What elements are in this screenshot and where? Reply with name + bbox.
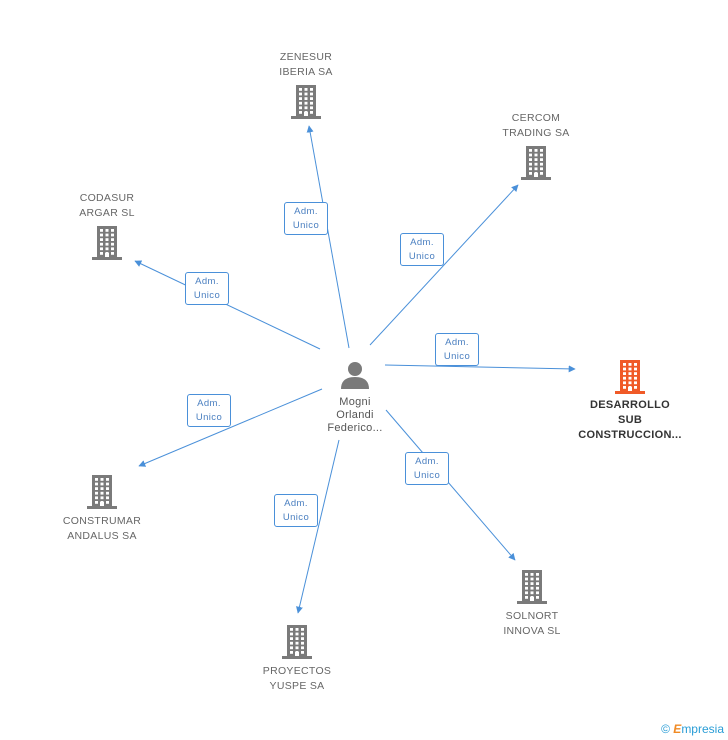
edge-label-line: Adm. (415, 456, 439, 467)
edge-label-line: Unico (408, 251, 436, 262)
person-icon[interactable] (340, 360, 370, 395)
edge-proyectos (296, 439, 340, 614)
edge-label-desarrollo[interactable]: Adm. Unico (435, 333, 479, 366)
edge-solnort (385, 409, 516, 561)
edge-label-construmar[interactable]: Adm. Unico (187, 394, 231, 427)
edge-cercom (369, 184, 519, 346)
edge-label-line: Unico (292, 220, 320, 231)
edge-label-line: Unico (195, 412, 223, 423)
company-label-desarrollo[interactable]: DESARROLLO SUB CONSTRUCCION... (578, 398, 682, 443)
company-label-line: CODASUR (79, 192, 135, 204)
edge-label-line: Unico (282, 512, 310, 523)
copyright-symbol: © (661, 722, 670, 736)
company-label-construmar[interactable]: CONSTRUMAR ANDALUS SA (63, 514, 141, 544)
company-label-line: YUSPE SA (269, 680, 325, 692)
building-icon[interactable] (282, 625, 312, 664)
building-icon[interactable] (92, 226, 122, 265)
building-icon[interactable] (615, 360, 645, 399)
building-icon[interactable] (87, 475, 117, 514)
person-label-line: Orlandi (336, 409, 374, 421)
company-label-line: CONSTRUMAR (62, 515, 142, 527)
company-label-line: CONSTRUCCION... (578, 429, 682, 441)
footer-brand: © Empresia (661, 722, 724, 736)
person-label-line: Mogni (339, 396, 371, 408)
company-label-line: SOLNORT (505, 610, 559, 622)
edge-label-line: Adm. (294, 206, 318, 217)
company-label-proyectos[interactable]: PROYECTOS YUSPE SA (263, 664, 331, 694)
company-label-line: INNOVA SL (503, 625, 561, 637)
company-label-cercom[interactable]: CERCOM TRADING SA (502, 111, 569, 141)
edge-label-line: Adm. (410, 237, 434, 248)
edge-label-line: Adm. (284, 498, 308, 509)
edge-label-proyectos[interactable]: Adm. Unico (274, 494, 318, 527)
edge-label-line: Adm. (197, 398, 221, 409)
person-label-line: Federico... (327, 422, 383, 434)
company-label-line: SUB (617, 414, 643, 426)
brand-initial: E (673, 722, 682, 736)
company-label-line: CERCOM (511, 112, 561, 124)
edge-construmar (138, 388, 323, 467)
edge-label-line: Unico (413, 470, 441, 481)
edge-label-codasur[interactable]: Adm. Unico (185, 272, 229, 305)
edge-label-solnort[interactable]: Adm. Unico (405, 452, 449, 485)
edge-label-line: Unico (443, 351, 471, 362)
company-label-line: ZENESUR (279, 51, 333, 63)
building-icon[interactable] (517, 570, 547, 609)
company-label-line: ARGAR SL (79, 207, 135, 219)
building-icon[interactable] (291, 85, 321, 124)
company-label-line: TRADING SA (502, 127, 570, 139)
company-label-solnort[interactable]: SOLNORT INNOVA SL (503, 609, 560, 639)
edge-label-line: Adm. (445, 337, 469, 348)
edge-zenesur (306, 125, 350, 349)
edge-desarrollo (384, 364, 576, 373)
company-label-line: PROYECTOS (262, 665, 332, 677)
edge-label-cercom[interactable]: Adm. Unico (400, 233, 444, 266)
edge-label-line: Unico (193, 290, 221, 301)
company-label-line: DESARROLLO (590, 399, 670, 411)
company-label-zenesur[interactable]: ZENESUR IBERIA SA (279, 50, 332, 80)
brand-name: mpresia (681, 722, 724, 736)
company-label-codasur[interactable]: CODASUR ARGAR SL (79, 191, 135, 221)
building-icon[interactable] (521, 146, 551, 185)
edge-codasur (134, 260, 321, 350)
edge-label-line: Adm. (195, 276, 219, 287)
edge-label-zenesur[interactable]: Adm. Unico (284, 202, 328, 235)
company-label-line: IBERIA SA (279, 66, 333, 78)
company-label-line: ANDALUS SA (67, 530, 137, 542)
